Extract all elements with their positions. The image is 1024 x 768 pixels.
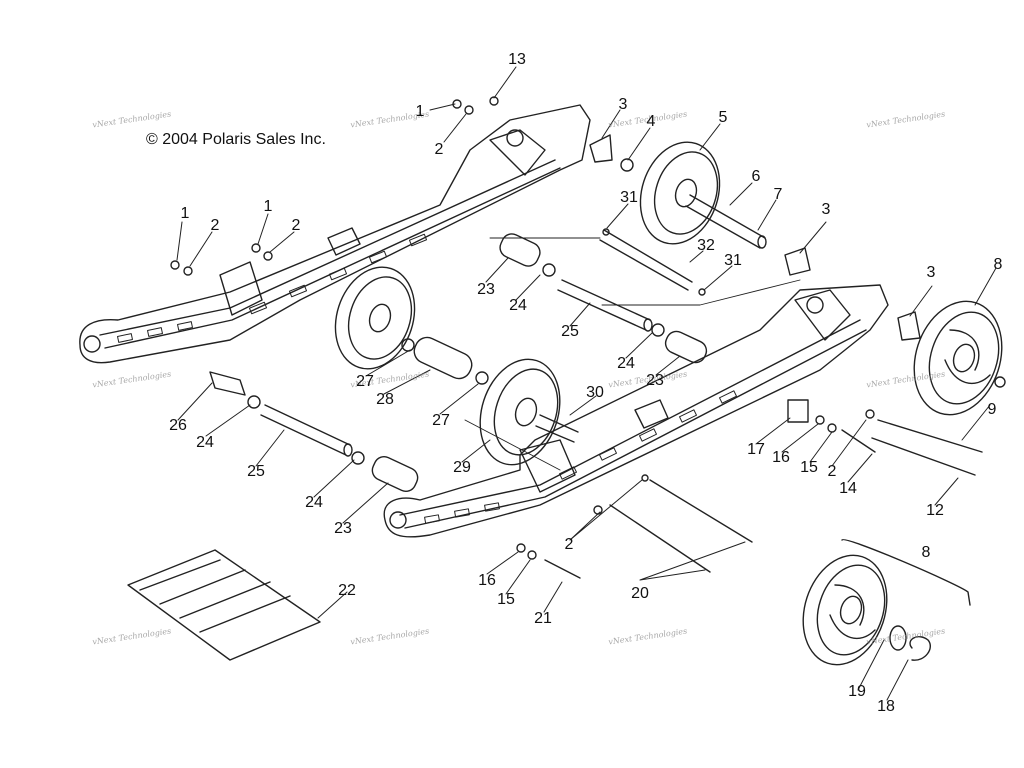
callout-4: 3 <box>926 264 936 281</box>
shafts <box>209 134 983 579</box>
callout-15: 15 <box>800 459 818 476</box>
callout-4: 3 <box>821 201 831 218</box>
right-rail <box>383 284 889 538</box>
callout-13: 12 <box>926 502 944 519</box>
left-rail <box>79 104 591 364</box>
slide-plate-22 <box>127 549 321 661</box>
callout-3: 13 <box>508 51 526 68</box>
callout-1: 1 <box>263 198 273 215</box>
callout-28: 28 <box>376 391 394 408</box>
callout-26: 26 <box>169 417 187 434</box>
callout-19: 19 <box>848 683 866 700</box>
callout-15: 15 <box>497 591 515 608</box>
wheel-28 <box>334 266 416 370</box>
callout-24: 24 <box>196 434 214 451</box>
callout-29: 29 <box>453 459 471 476</box>
callout-4: 3 <box>618 96 628 113</box>
callout-23: 23 <box>334 520 352 537</box>
callout-16: 16 <box>772 449 790 466</box>
wheel-9-detail <box>802 539 971 666</box>
callout-2: 2 <box>434 141 444 158</box>
callout-17: 17 <box>747 441 765 458</box>
leader-lines <box>176 66 997 701</box>
hardware <box>170 96 1006 560</box>
callout-7: 6 <box>751 168 761 185</box>
callout-24: 24 <box>305 494 323 511</box>
callout-23: 23 <box>477 281 495 298</box>
callout-27: 27 <box>356 373 374 390</box>
callout-8: 7 <box>773 186 783 203</box>
callout-27: 27 <box>432 412 450 429</box>
callout-12: 9 <box>987 401 997 418</box>
callout-9: 8 <box>921 544 931 561</box>
callout-30: 30 <box>586 384 604 401</box>
callout-5: 4 <box>646 113 656 130</box>
callout-32: 32 <box>697 237 715 254</box>
callout-24: 24 <box>617 355 635 372</box>
callout-23: 23 <box>646 372 664 389</box>
wheel-9-upper <box>913 300 1003 416</box>
callout-14: 14 <box>839 480 857 497</box>
callout-22: 22 <box>338 582 356 599</box>
copyright-notice: © 2004 Polaris Sales Inc. <box>146 131 326 148</box>
callout-2: 2 <box>210 217 220 234</box>
wheel-6 <box>639 141 721 245</box>
callout-2: 2 <box>564 536 574 553</box>
callout-31: 31 <box>724 252 742 269</box>
callout-31: 31 <box>620 189 638 206</box>
callout-18: 18 <box>877 698 895 715</box>
callout-1: 1 <box>180 205 190 222</box>
connector-lines <box>464 237 801 471</box>
callout-9: 8 <box>993 256 1003 273</box>
callout-16: 16 <box>478 572 496 589</box>
callout-24: 24 <box>509 297 527 314</box>
callout-6: 5 <box>718 109 728 126</box>
callout-20: 20 <box>631 585 649 602</box>
callout-1: 1 <box>415 103 425 120</box>
callout-25: 25 <box>247 463 265 480</box>
callout-25: 25 <box>561 323 579 340</box>
callout-2: 2 <box>827 463 837 480</box>
callout-21: 21 <box>534 610 552 627</box>
callout-2: 2 <box>291 217 301 234</box>
